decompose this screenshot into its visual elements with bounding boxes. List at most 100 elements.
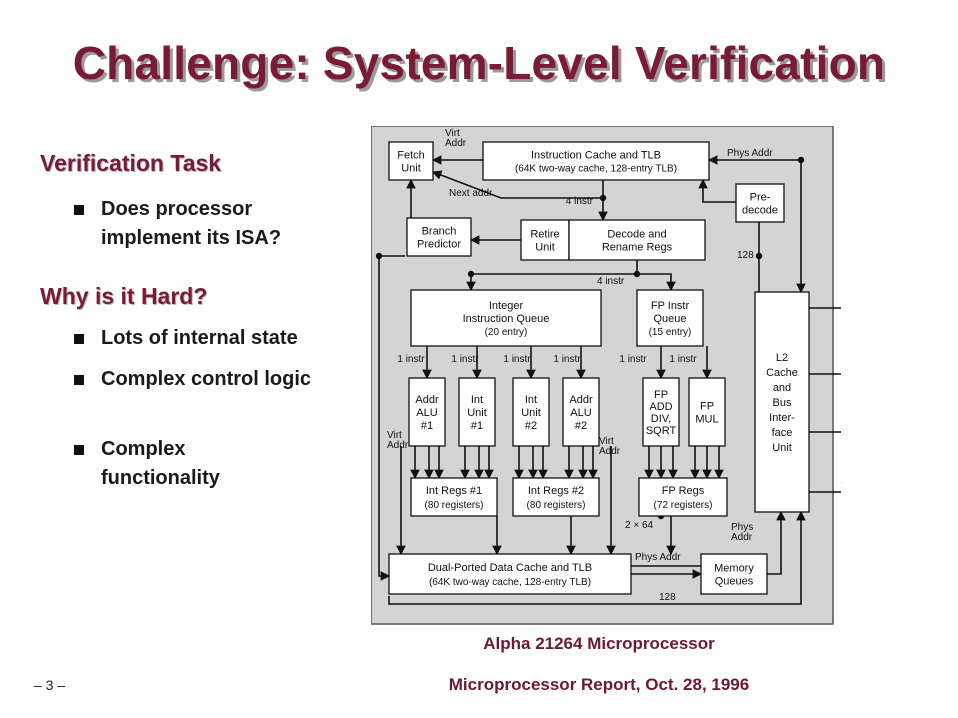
- memq-block: [700, 553, 768, 595]
- connection-line: [637, 273, 676, 292]
- caption-processor: Alpha 21264 Microprocessor: [483, 634, 715, 653]
- bullet-text: Complex control logic: [101, 368, 312, 390]
- int-regs1-label: (80 registers): [425, 500, 484, 511]
- addr-alu1-label: #1: [421, 420, 433, 432]
- junction-dot: [633, 270, 641, 278]
- retire-label: Unit: [535, 241, 555, 253]
- caption-source: Microprocessor Report, Oct. 28, 1996: [448, 675, 750, 694]
- int-regs2-label: Int Regs #2: [528, 485, 584, 497]
- int-unit1-label: #1: [471, 420, 483, 432]
- phys-addr-label: Addr: [731, 532, 753, 543]
- four-instr-label: 4 instr: [566, 196, 594, 207]
- bullet-marker: [74, 205, 84, 215]
- branch-block: [406, 217, 472, 257]
- fp-regs-block: [638, 477, 728, 517]
- dcache-label: Dual-Ported Data Cache and TLB: [428, 562, 592, 574]
- junction-dot: [599, 194, 607, 202]
- int-unit2-block: [512, 377, 550, 447]
- icache-block: [482, 141, 710, 181]
- l2-label: and: [773, 382, 791, 394]
- connection-line: [466, 260, 638, 292]
- connection-line: [698, 178, 736, 203]
- junction-dot: [797, 156, 805, 164]
- fp-queue-label: Queue: [653, 313, 686, 325]
- slide-title: Challenge: System-Level Verification: [72, 37, 886, 89]
- bullet-marker: [74, 375, 84, 385]
- bullet-marker: [74, 445, 84, 455]
- one-instr-label: 1 instr: [553, 354, 581, 365]
- fp-mul-label: MUL: [695, 413, 718, 425]
- fp-add-label: DIV,: [651, 413, 671, 425]
- phys-addr-label: Phys Addr: [727, 148, 773, 159]
- predecode-label: decode: [742, 204, 778, 216]
- dcache-block: [388, 553, 632, 595]
- width-label: 2 × 64: [625, 520, 654, 531]
- l2-label: Bus: [773, 397, 792, 409]
- addr-alu2-label: #2: [575, 420, 587, 432]
- int-queue-label: Instruction Queue: [463, 313, 550, 325]
- l2-label: Unit: [772, 442, 792, 454]
- one-instr-label: 1 instr: [503, 354, 531, 365]
- fp-regs-label: FP Regs: [662, 485, 705, 497]
- four-instr-label: 4 instr: [597, 276, 625, 287]
- l2-label: Cache: [766, 367, 798, 379]
- fetch-block: [388, 141, 434, 181]
- fp-regs-label: (72 registers): [654, 500, 713, 511]
- retire-block: [520, 219, 570, 261]
- one-instr-label: 1 instr: [451, 354, 479, 365]
- fp-queue-label: (15 entry): [649, 327, 692, 338]
- branch-label: Predictor: [417, 238, 461, 250]
- decode-block: [568, 219, 706, 261]
- l2-label: face: [772, 427, 793, 439]
- addr-alu2-block: [562, 377, 600, 447]
- l2-label: Inter-: [769, 412, 795, 424]
- page-number: – 3 –: [34, 677, 66, 693]
- int-unit2-label: Int: [525, 394, 537, 406]
- fp-add-label: SQRT: [646, 425, 677, 437]
- int-regs1-label: Int Regs #1: [426, 485, 482, 497]
- icache-label: (64K two-way cache, 128-entry TLB): [515, 163, 677, 174]
- junction-dot: [467, 270, 475, 278]
- int-queue-label: Integer: [489, 300, 524, 312]
- addr-alu2-label: ALU: [570, 407, 591, 419]
- one-instr-label: 1 instr: [619, 354, 647, 365]
- virt-addr-label: Addr: [387, 440, 409, 451]
- next-addr-label: Next addr: [449, 188, 493, 199]
- int-unit1-label: Int: [471, 394, 483, 406]
- bullet-marker: [74, 334, 84, 344]
- virt-addr-label: Virt: [387, 430, 402, 441]
- virt-addr-label: Addr: [445, 138, 467, 149]
- connection-line: [767, 510, 786, 575]
- int-regs2-label: (80 registers): [527, 500, 586, 511]
- virt-addr-label: Virt: [599, 436, 614, 447]
- int-regs1-block: [410, 477, 498, 517]
- bullet-text: Complex functionality: [101, 438, 220, 489]
- connection-line: [431, 170, 603, 199]
- addr-alu2-label: Addr: [569, 394, 593, 406]
- bullet-text: Does processor implement its ISA?: [101, 198, 282, 249]
- l2-label: L2: [776, 352, 788, 364]
- int-queue-label: (20 entry): [485, 327, 528, 338]
- fetch-label: Fetch: [397, 149, 425, 161]
- l2-block: [754, 291, 810, 513]
- fetch-label: Unit: [401, 162, 421, 174]
- int-unit2-label: Unit: [521, 407, 541, 419]
- virt-addr-label: Virt: [445, 128, 460, 139]
- memq-label: Memory: [714, 562, 754, 574]
- memq-label: Queues: [715, 575, 754, 587]
- fp-mul-block: [688, 377, 726, 447]
- connection-line: [388, 510, 806, 605]
- fp-queue-block: [636, 289, 704, 347]
- one-instr-label: 1 instr: [397, 354, 425, 365]
- addr-alu1-label: Addr: [415, 394, 439, 406]
- decode-label: Decode and: [607, 228, 666, 240]
- fp-queue-label: FP Instr: [651, 300, 690, 312]
- branch-label: Branch: [422, 225, 457, 237]
- icache-label: Instruction Cache and TLB: [531, 149, 661, 161]
- junction-dot: [375, 252, 383, 260]
- one-instr-label: 1 instr: [669, 354, 697, 365]
- predecode-label: Pre-: [750, 191, 771, 203]
- bullet-text: Lots of internal state: [101, 327, 298, 349]
- heading-verification-task: Verification Task: [40, 150, 222, 176]
